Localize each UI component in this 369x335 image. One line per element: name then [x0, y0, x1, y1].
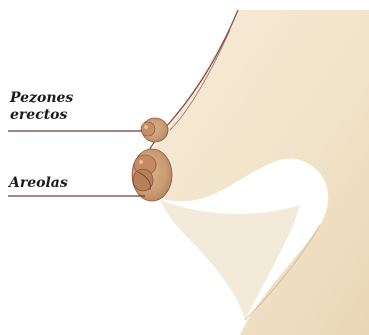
nipples-label-line-1: Pezones [10, 90, 73, 107]
nipples-label: Pezones erectos [10, 90, 73, 124]
nipples-label-line-2: erectos [10, 107, 73, 124]
areola [132, 149, 172, 201]
upper-nipple [141, 118, 168, 142]
areolas-label: Areolas [9, 175, 68, 192]
